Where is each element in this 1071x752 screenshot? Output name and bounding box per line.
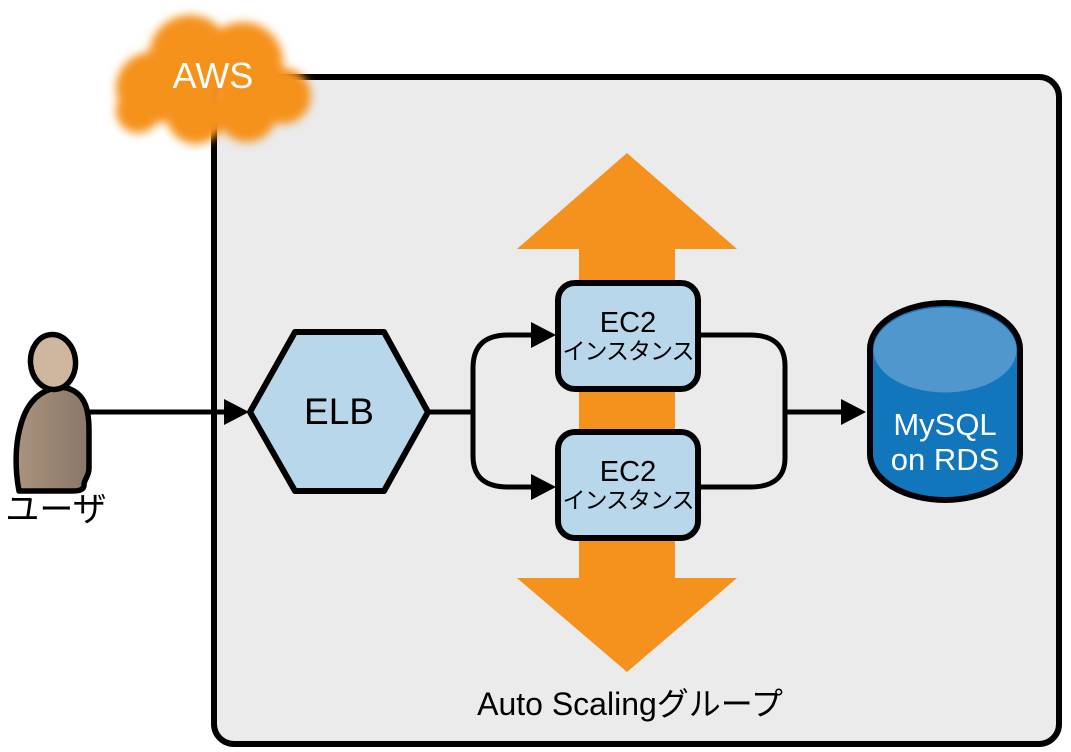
ec2-instance-1-subtitle: インスタンス — [562, 338, 694, 365]
elb-label: ELB — [304, 391, 374, 432]
scaling-double-arrow-icon — [517, 153, 737, 672]
elb-hexagon — [247, 329, 431, 494]
aws-cloud-label: AWS — [172, 55, 254, 96]
ec2-instance-2-label: EC2 インスタンス — [560, 437, 696, 533]
user-body — [13, 384, 92, 494]
connector-elb-to-ec2 — [428, 332, 536, 490]
auto-scaling-group-label: Auto Scalingグループ — [477, 686, 783, 722]
arrowhead-elb-to-ec2-top — [531, 322, 556, 348]
rds-label-line2: on RDS — [890, 441, 1000, 477]
rds-label-line1: MySQL — [893, 407, 997, 442]
ec2-instance-1-label: EC2 インスタンス — [560, 288, 696, 384]
ec2-instance-1-title: EC2 — [599, 306, 657, 339]
ec2-instance-2-box — [555, 429, 701, 541]
arrowhead-user-to-elb — [224, 399, 249, 425]
rds-label: MySQL on RDS — [870, 407, 1020, 477]
ec2-instance-1-box — [555, 280, 701, 392]
arrowhead-ec2-to-db — [841, 399, 866, 425]
ec2-instance-2-subtitle: インスタンス — [562, 487, 694, 514]
user-head — [27, 331, 79, 393]
user-icon — [13, 331, 92, 494]
user-label: ユーザ — [5, 491, 107, 529]
connector-ec2-to-db — [698, 332, 845, 490]
arrowhead-elb-to-ec2-bottom — [531, 474, 556, 500]
aws-cloud-icon — [116, 15, 311, 144]
rds-cylinder-top-face — [873, 307, 1017, 393]
ec2-instance-2-title: EC2 — [599, 455, 657, 488]
